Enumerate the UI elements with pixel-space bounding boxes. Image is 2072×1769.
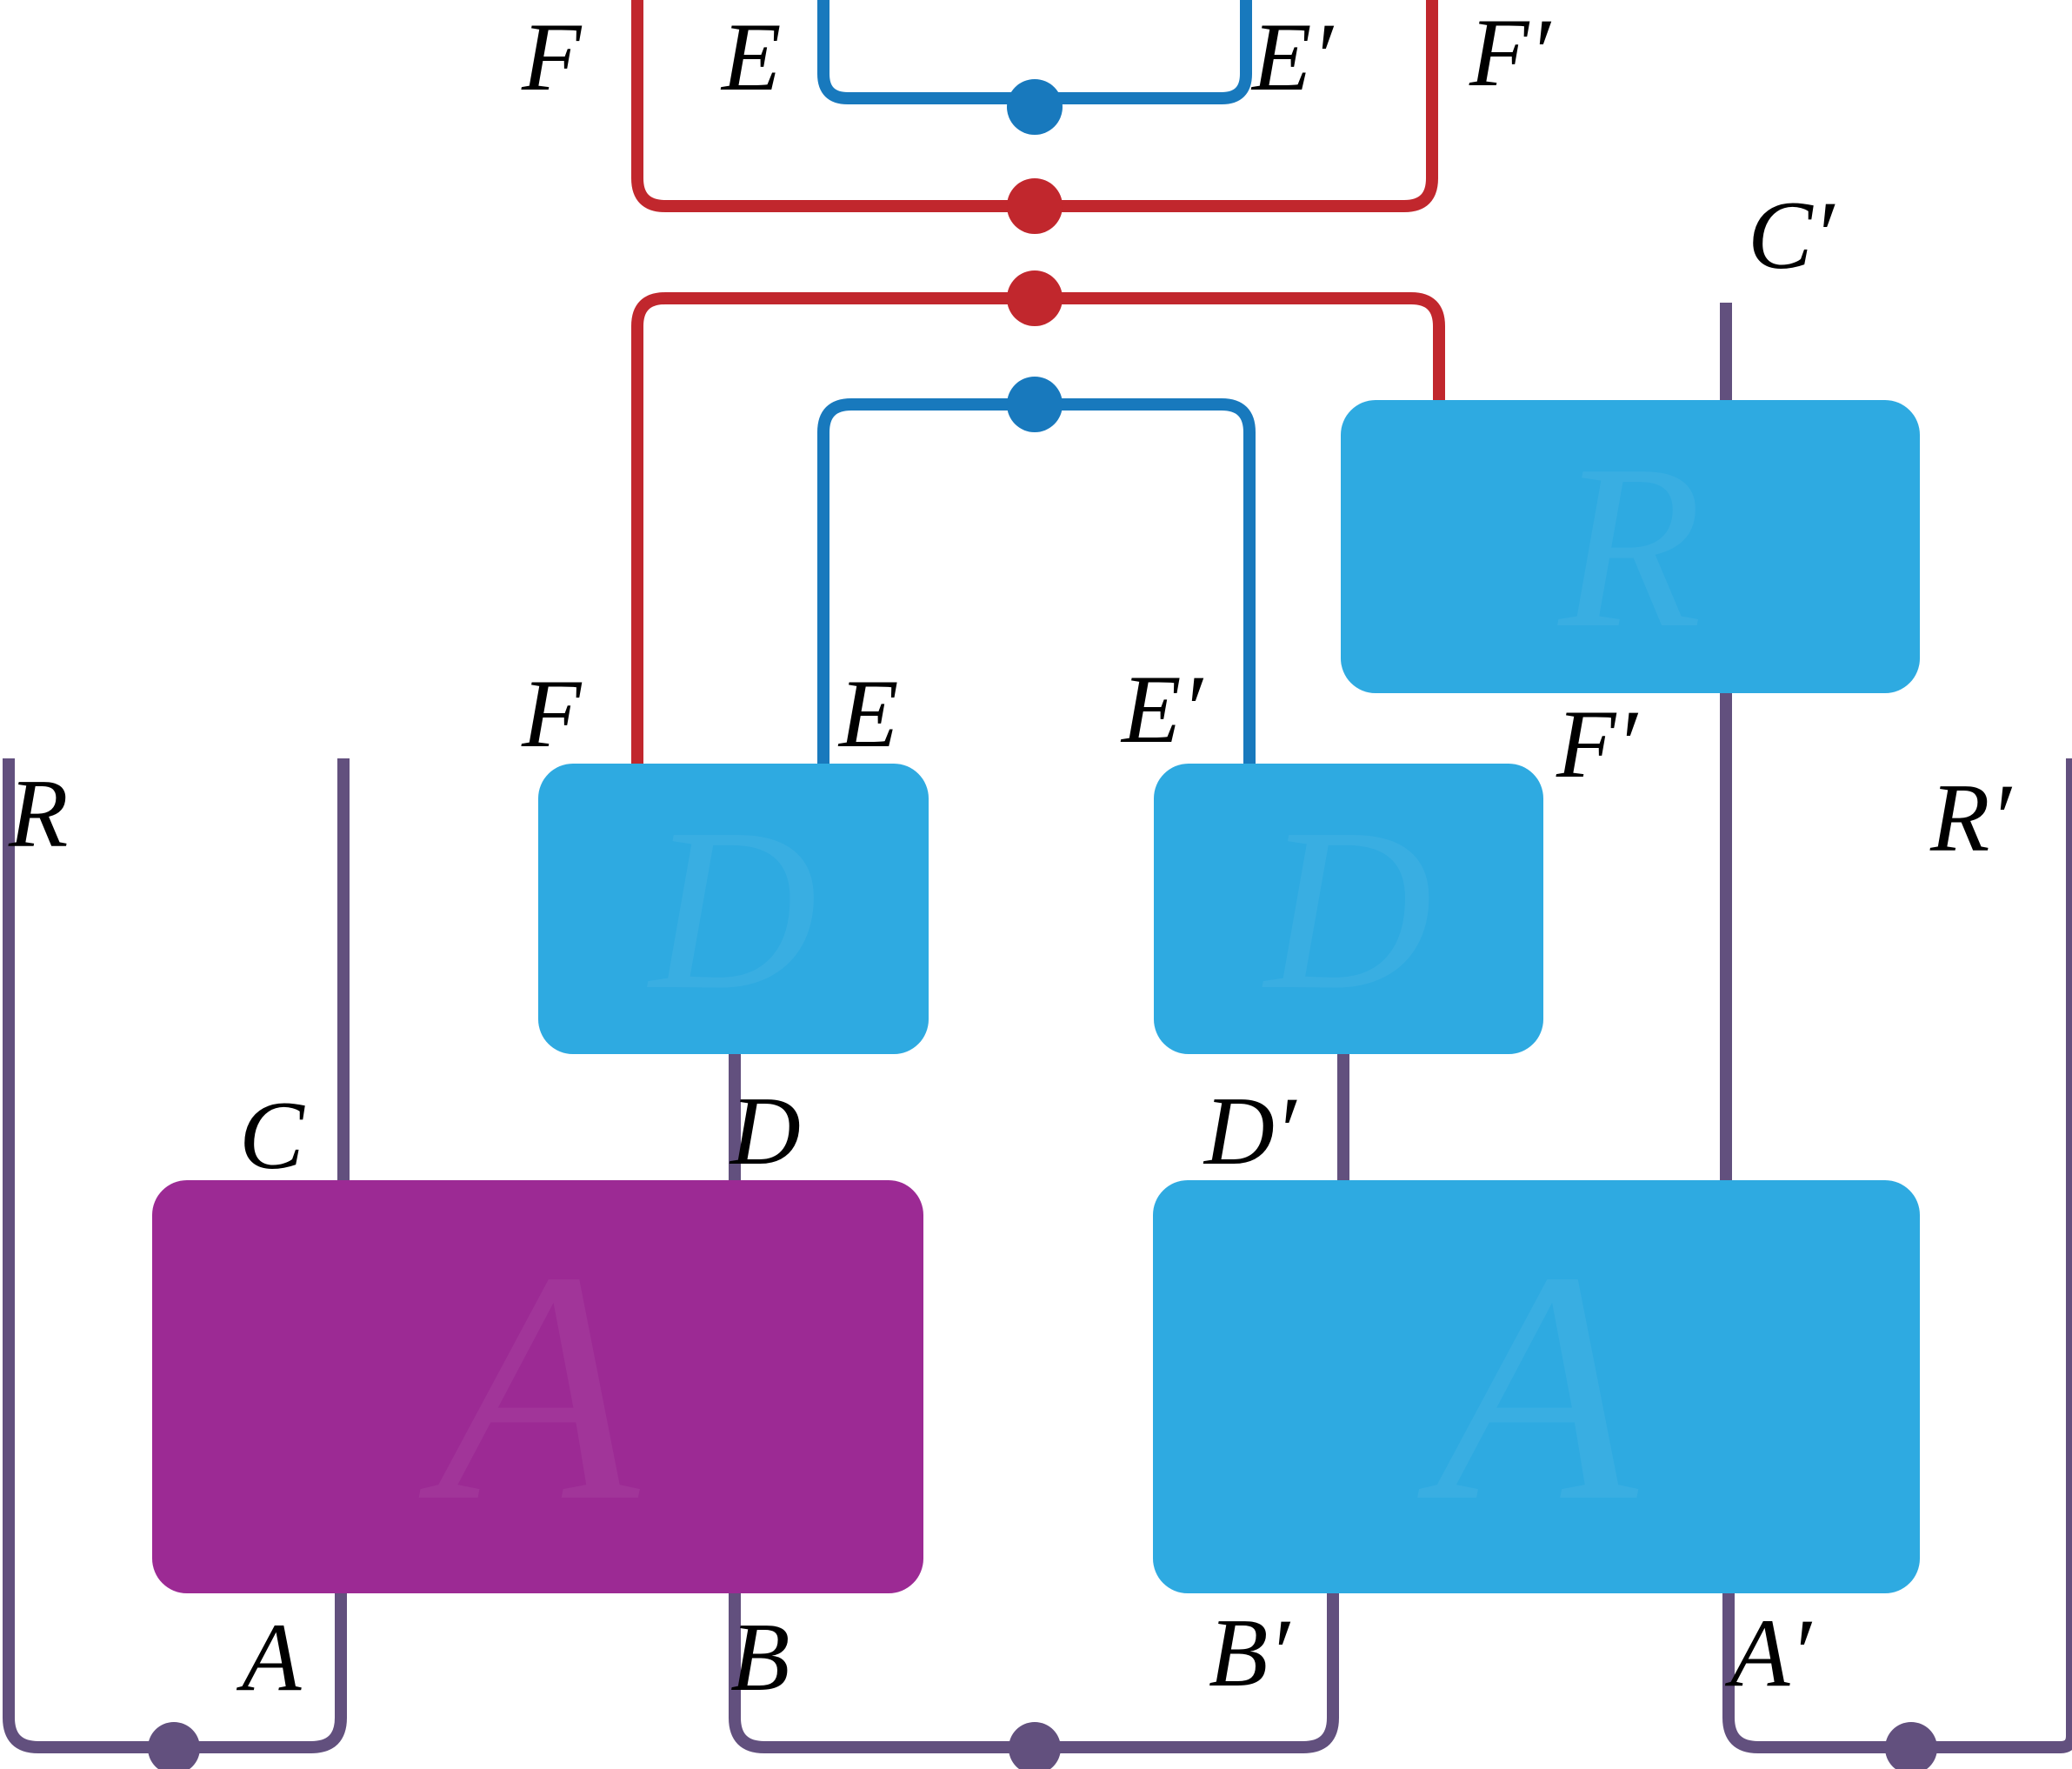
dot-purple-left[interactable] <box>148 1722 200 1769</box>
wire-label-Ep-top: E′ <box>1252 9 1333 106</box>
wire-label-B: B <box>730 1609 789 1706</box>
wire-label-Rp: R′ <box>1930 770 2011 867</box>
label-base-letter: C <box>239 1082 304 1190</box>
wire-label-C: C <box>239 1087 304 1185</box>
wire-label-F-top: F <box>522 9 581 106</box>
box-rect[interactable] <box>1341 400 1920 693</box>
box-D-right[interactable]: D <box>1154 764 1543 1054</box>
wire-label-Fp-top: F′ <box>1469 4 1550 102</box>
box-D-left[interactable]: D <box>538 764 929 1054</box>
dot-blue-top[interactable] <box>1007 79 1063 135</box>
box-rect[interactable] <box>152 1180 923 1593</box>
wire-label-Bp: B′ <box>1209 1605 1289 1702</box>
label-prime-mark: ′ <box>1274 1078 1296 1185</box>
label-base-letter: C <box>1748 182 1813 290</box>
label-base-letter: E <box>839 660 899 768</box>
box-watermark-letter: A <box>416 1204 643 1570</box>
label-prime-mark: ′ <box>1311 3 1333 111</box>
wire-label-Ep-mid: E′ <box>1122 661 1203 758</box>
label-base-letter: B <box>730 1604 790 1712</box>
box-rect[interactable] <box>538 764 929 1054</box>
label-base-letter: F <box>522 660 582 768</box>
label-prime-mark: ′ <box>1616 691 1637 798</box>
label-base-letter: E <box>1252 3 1312 111</box>
wire-label-E-top: E <box>722 9 781 106</box>
dot-red-top[interactable] <box>1007 178 1063 234</box>
dot-blue-mid[interactable] <box>1007 377 1063 432</box>
label-prime-mark: ′ <box>1789 1599 1811 1707</box>
label-base-letter: A <box>242 1604 302 1712</box>
label-base-letter: D <box>730 1078 801 1185</box>
dot-red-mid[interactable] <box>1007 270 1063 326</box>
label-prime-mark: ′ <box>1529 0 1550 107</box>
box-watermark-letter: A <box>1415 1204 1642 1570</box>
dots-layer <box>148 79 1937 1769</box>
wire-label-Dp: D′ <box>1204 1083 1296 1180</box>
box-A-cyan[interactable]: A <box>1153 1180 1920 1593</box>
wire-label-D: D <box>730 1083 801 1180</box>
label-base-letter: E <box>1122 656 1182 764</box>
label-base-letter: B <box>1209 1599 1269 1707</box>
label-base-letter: E <box>722 3 782 111</box>
box-watermark-letter: R <box>1555 417 1702 677</box>
label-base-letter: A <box>1730 1599 1790 1707</box>
dot-purple-mid[interactable] <box>1009 1722 1061 1769</box>
label-base-letter: R <box>1930 764 1990 872</box>
label-prime-mark: ′ <box>1268 1599 1289 1707</box>
box-watermark-letter: D <box>646 780 817 1038</box>
wire-label-Fp-mid: F′ <box>1556 696 1637 793</box>
wire-label-Ap: A′ <box>1730 1605 1811 1702</box>
dot-purple-right[interactable] <box>1885 1722 1937 1769</box>
label-base-letter: F <box>522 3 582 111</box>
wire-label-R: R <box>9 765 68 863</box>
label-base-letter: F <box>1556 691 1616 798</box>
wire-label-A: A <box>242 1609 301 1706</box>
label-prime-mark: ′ <box>1181 656 1203 764</box>
wire-F-arch <box>631 292 1445 781</box>
label-prime-mark: ′ <box>1989 764 2011 872</box>
label-base-letter: F <box>1469 0 1529 107</box>
box-watermark-letter: D <box>1261 780 1432 1038</box>
label-prime-mark: ′ <box>1812 182 1835 290</box>
label-base-letter: D <box>1204 1078 1275 1185</box>
box-R-top[interactable]: R <box>1341 400 1920 693</box>
boxes-layer: R D D A A <box>152 400 1920 1593</box>
wire-label-Cp: C′ <box>1748 187 1834 284</box>
label-base-letter: R <box>9 760 69 868</box>
wire-label-F-mid: F <box>522 665 581 763</box>
box-rect[interactable] <box>1154 764 1543 1054</box>
wire-label-E-mid: E <box>839 665 898 763</box>
box-A-magenta[interactable]: A <box>152 1180 923 1593</box>
box-rect[interactable] <box>1153 1180 1920 1593</box>
